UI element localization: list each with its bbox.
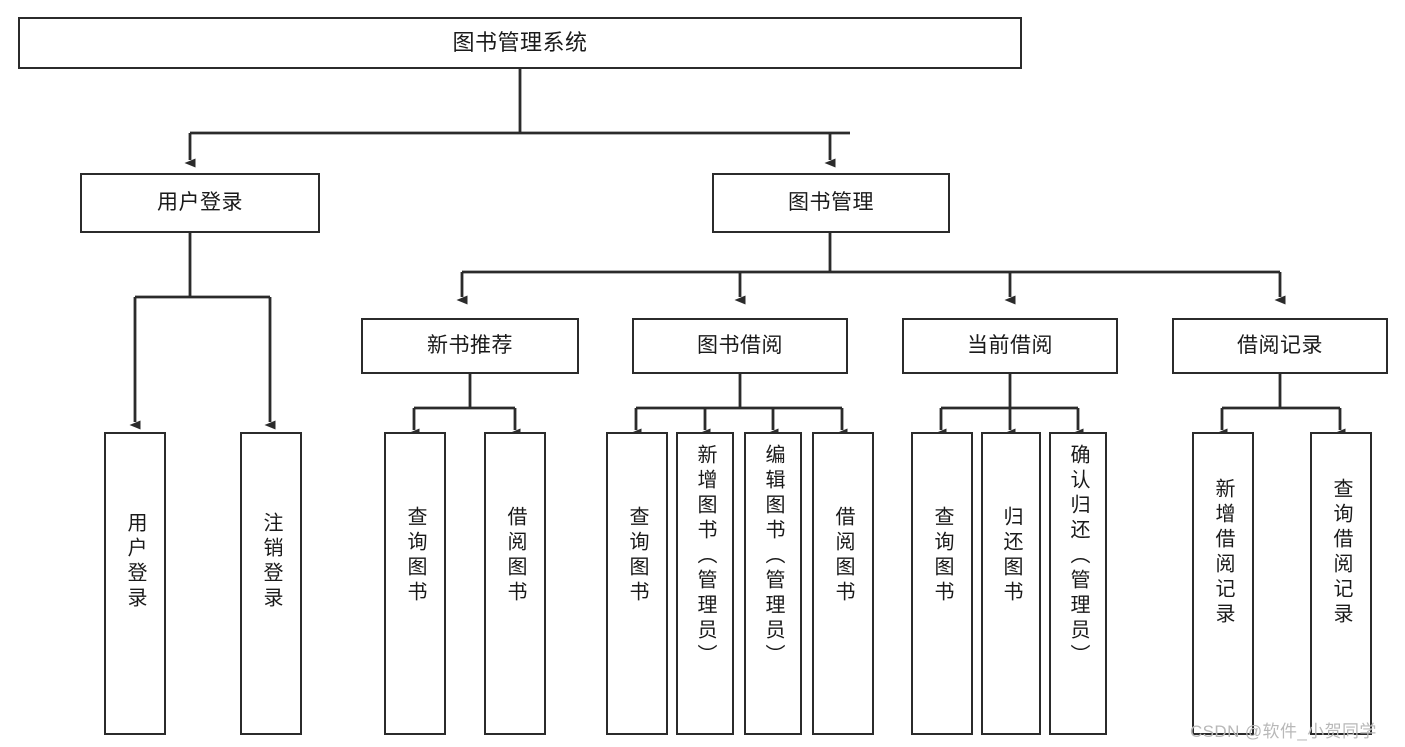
leaf-borrow-book-2[interactable]: 借阅图书 [812,432,874,735]
leaf-query-book-1-label: 查询图书 [404,506,426,606]
node-user-login[interactable]: 用户登录 [80,173,320,233]
leaf-query-book-3-label: 查询图书 [931,506,953,606]
node-borrow-record[interactable]: 借阅记录 [1172,318,1388,374]
leaf-logout[interactable]: 注销登录 [240,432,302,735]
leaf-confirm-return-label: 确认归还（管理员） [1067,444,1089,669]
leaf-logout-label: 注销登录 [260,512,282,612]
leaf-user-login-label: 用户登录 [124,512,146,612]
leaf-borrow-book-1-label: 借阅图书 [504,506,526,606]
leaf-query-record[interactable]: 查询借阅记录 [1310,432,1372,735]
leaf-edit-book[interactable]: 编辑图书（管理员） [744,432,802,735]
node-root[interactable]: 图书管理系统 [18,17,1022,69]
leaf-borrow-book-2-label: 借阅图书 [832,506,854,606]
leaf-return-book-label: 归还图书 [1000,506,1022,606]
leaf-query-book-1[interactable]: 查询图书 [384,432,446,735]
node-book-borrow-label: 图书借阅 [697,333,783,357]
leaf-query-book-2[interactable]: 查询图书 [606,432,668,735]
node-book-manage[interactable]: 图书管理 [712,173,950,233]
leaf-query-record-label: 查询借阅记录 [1330,478,1352,628]
leaf-add-book[interactable]: 新增图书（管理员） [676,432,734,735]
leaf-confirm-return[interactable]: 确认归还（管理员） [1049,432,1107,735]
node-root-label: 图书管理系统 [452,30,588,56]
node-current-borrow[interactable]: 当前借阅 [902,318,1118,374]
leaf-borrow-book-1[interactable]: 借阅图书 [484,432,546,735]
leaf-add-record[interactable]: 新增借阅记录 [1192,432,1254,735]
leaf-add-book-label: 新增图书（管理员） [694,444,716,669]
leaf-add-record-label: 新增借阅记录 [1212,478,1234,628]
leaf-user-login[interactable]: 用户登录 [104,432,166,735]
leaf-query-book-3[interactable]: 查询图书 [911,432,973,735]
node-user-login-label: 用户登录 [157,190,243,214]
node-book-borrow[interactable]: 图书借阅 [632,318,848,374]
watermark: CSDN @软件_小贺同学 [1190,722,1377,741]
leaf-edit-book-label: 编辑图书（管理员） [762,444,784,669]
node-borrow-record-label: 借阅记录 [1237,333,1323,357]
leaf-return-book[interactable]: 归还图书 [981,432,1041,735]
leaf-query-book-2-label: 查询图书 [626,506,648,606]
node-new-book-recommend-label: 新书推荐 [427,333,513,357]
node-book-manage-label: 图书管理 [788,190,874,214]
node-current-borrow-label: 当前借阅 [967,333,1053,357]
node-new-book-recommend[interactable]: 新书推荐 [361,318,579,374]
